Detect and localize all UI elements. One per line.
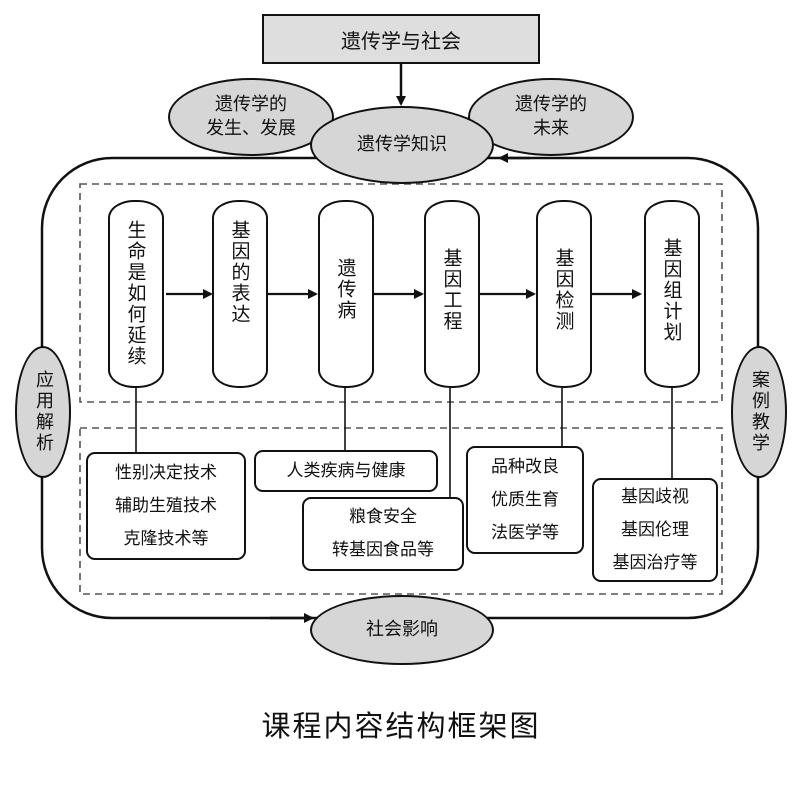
app-box-reproduction: 性别决定技术 辅助生殖技术 克隆技术等 [86, 452, 246, 560]
course-title-box: 遗传学与社会 [262, 14, 540, 64]
topic-genome-project: 基因组计划 [644, 200, 700, 388]
topic-label: 遗传病 [334, 258, 357, 321]
app-item: 法医学等 [491, 522, 559, 543]
app-box-ethics: 基因歧视 基因伦理 基因治疗等 [592, 478, 718, 582]
applied-analysis-ellipse: 应用解析 [15, 346, 71, 478]
app-box-food: 粮食安全 转基因食品等 [302, 497, 464, 571]
case-teaching-ellipse: 案例教学 [731, 346, 787, 478]
case-teaching-label: 案例教学 [749, 370, 770, 454]
social-impact-ellipse: 社会影响 [310, 595, 494, 665]
social-impact-label: 社会影响 [366, 619, 438, 640]
knowledge-label: 遗传学知识 [357, 134, 447, 155]
future-line-2: 未来 [533, 118, 569, 139]
applied-analysis-label: 应用解析 [33, 370, 54, 454]
topic-life-continuation: 生命是如何延续 [108, 200, 164, 388]
app-item: 人类疾病与健康 [286, 460, 406, 481]
topic-gene-expression: 基因的表达 [212, 200, 268, 388]
figure-caption: 课程内容结构框架图 [261, 709, 541, 743]
history-line-1: 遗传学的 [215, 94, 287, 115]
app-item: 优质生育 [491, 489, 559, 510]
app-item: 性别决定技术 [115, 462, 217, 483]
topic-genetic-engineering: 基因工程 [424, 200, 480, 388]
course-title: 遗传学与社会 [341, 28, 461, 53]
knowledge-ellipse: 遗传学知识 [310, 106, 494, 184]
app-item: 克隆技术等 [123, 528, 209, 549]
history-ellipse: 遗传学的 发生、发展 [168, 78, 334, 156]
topic-label: 生命是如何延续 [124, 220, 147, 367]
history-line-2: 发生、发展 [206, 118, 296, 139]
app-item: 基因治疗等 [612, 552, 698, 573]
app-item: 转基因食品等 [332, 540, 434, 560]
application-frame [79, 427, 723, 595]
app-item: 基因歧视 [621, 486, 689, 507]
app-item: 品种改良 [491, 456, 559, 477]
topic-genetic-disease: 遗传病 [318, 200, 374, 388]
app-box-breeding: 品种改良 优质生育 法医学等 [466, 446, 584, 554]
topic-frame [79, 183, 723, 403]
future-ellipse: 遗传学的 未来 [468, 78, 634, 156]
topic-label: 基因工程 [440, 248, 463, 332]
app-item: 粮食安全 [349, 507, 417, 527]
topic-label: 基因检测 [552, 248, 575, 332]
topic-label: 基因组计划 [660, 238, 683, 343]
topic-label: 基因的表达 [228, 220, 251, 325]
topic-gene-testing: 基因检测 [536, 200, 592, 388]
future-line-1: 遗传学的 [515, 94, 587, 115]
app-box-health: 人类疾病与健康 [254, 450, 438, 492]
app-item: 辅助生殖技术 [115, 495, 217, 516]
app-item: 基因伦理 [621, 519, 689, 540]
